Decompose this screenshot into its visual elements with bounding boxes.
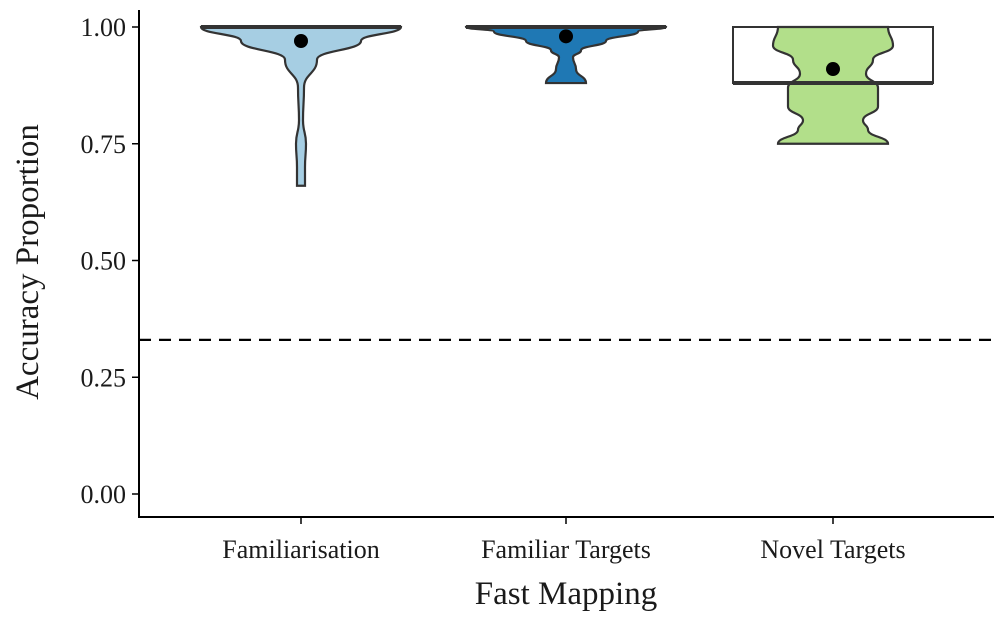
y-tick-label: 0.00 xyxy=(81,480,127,509)
x-tick-label: Novel Targets xyxy=(760,535,905,564)
violin-familiar-targets xyxy=(464,25,668,85)
y-tick-label: 0.50 xyxy=(81,247,127,276)
x-axis-title: Fast Mapping xyxy=(475,576,657,612)
mean-point xyxy=(826,62,840,77)
y-tick-label: 0.75 xyxy=(81,130,127,159)
y-axis-ticks: 0.00 0.25 0.50 0.75 1.00 xyxy=(81,13,139,509)
y-tick-label: 1.00 xyxy=(81,13,127,42)
mean-point xyxy=(294,34,308,49)
violin-familiarisation xyxy=(199,25,403,187)
x-axis-ticks: Familiarisation Familiar Targets Novel Tar… xyxy=(222,517,906,564)
x-tick-label: Familiar Targets xyxy=(481,535,651,564)
plot-area xyxy=(139,25,994,341)
y-tick-label: 0.25 xyxy=(81,363,127,392)
violin-novel-targets xyxy=(771,25,895,145)
x-tick-label: Familiarisation xyxy=(222,535,379,564)
y-axis-title: Accuracy Proportion xyxy=(10,124,46,400)
mean-point xyxy=(559,29,573,44)
